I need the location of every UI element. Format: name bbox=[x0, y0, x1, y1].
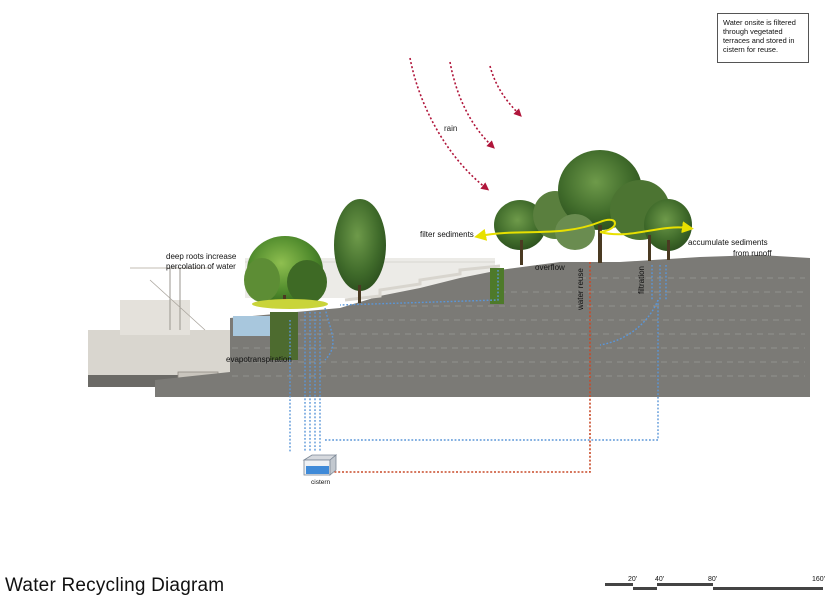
accumulate-sediments-label: accumulate sediments bbox=[688, 238, 768, 247]
rain-arrow-2 bbox=[450, 62, 492, 146]
scale-label-40: 40' bbox=[655, 576, 664, 583]
filtration-label: filtration bbox=[637, 266, 646, 294]
scale-label-20: 20' bbox=[628, 576, 637, 583]
rain-arrows bbox=[410, 58, 519, 188]
deep-roots-label-line2: percolation of water bbox=[166, 262, 236, 271]
tree-cluster-right bbox=[494, 150, 692, 265]
tree-cluster-left bbox=[244, 236, 328, 309]
scale-label-80: 80' bbox=[708, 576, 717, 583]
note-box: Water onsite is filtered through vegetat… bbox=[717, 13, 809, 63]
deep-roots-label-line1: deep roots increase bbox=[166, 252, 237, 261]
overflow-label: overflow bbox=[535, 263, 565, 272]
water-reuse-label: water reuse bbox=[576, 268, 585, 311]
from-runoff-label: from runoff bbox=[733, 249, 772, 258]
scale-label-160: 160' bbox=[812, 576, 825, 583]
cistern bbox=[304, 455, 336, 475]
page-title: Water Recycling Diagram bbox=[5, 575, 224, 597]
rain-arrow-3 bbox=[490, 66, 519, 114]
cistern-label: cistern bbox=[311, 479, 331, 486]
evapotranspiration-label: evapotranspiration bbox=[226, 355, 292, 364]
rain-label: rain bbox=[444, 124, 457, 133]
scale-bar bbox=[605, 583, 823, 590]
filter-sediments-label: filter sediments bbox=[420, 230, 474, 239]
rain-arrow-1 bbox=[410, 58, 486, 188]
